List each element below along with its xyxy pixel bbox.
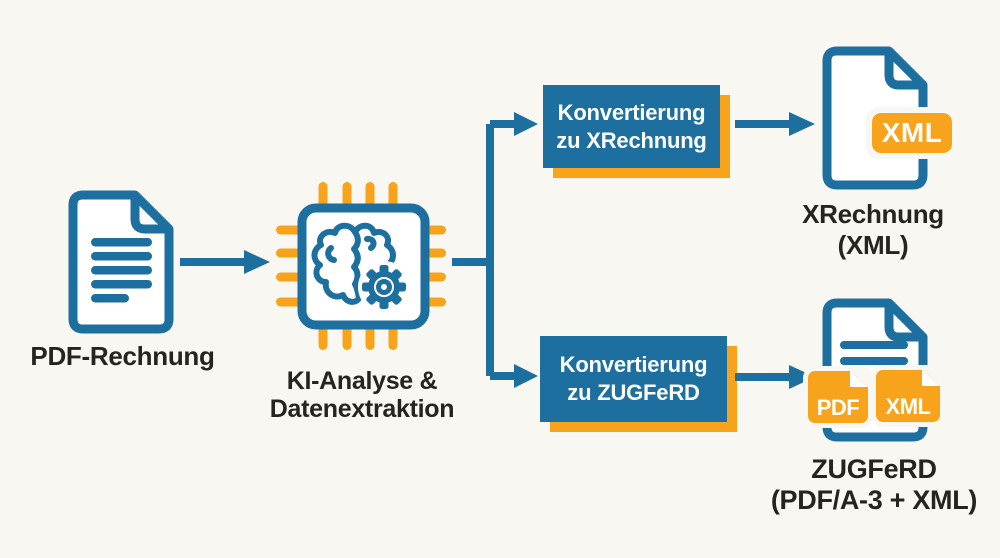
arrow-to-zugferd-output xyxy=(735,365,815,389)
source-label-text: PDF-Rechnung xyxy=(30,341,215,371)
branch-connector-arrows xyxy=(452,112,538,388)
xrechnung-box-line2: zu XRechnung xyxy=(556,127,707,153)
processor-label-line1: KI-Analyse & xyxy=(286,367,438,395)
source-label: PDF-Rechnung xyxy=(30,341,215,371)
xrechnung-output-line1: XRechnung xyxy=(802,199,944,229)
zugferd-box-line2: zu ZUGFeRD xyxy=(567,380,700,405)
brain-icon xyxy=(311,222,396,305)
document-text-lines xyxy=(840,341,908,365)
pdf-document-icon xyxy=(68,190,174,334)
zugferd-conversion-box: Konvertierung zu ZUGFeRD xyxy=(540,336,727,422)
pdf-mini-file-icon: PDF xyxy=(808,371,868,423)
xrechnung-output-line2: (XML) xyxy=(837,230,909,260)
xml-badge: XML xyxy=(872,113,952,153)
pdf-mini-badge-text: PDF xyxy=(816,395,860,420)
arrow-source-to-processor xyxy=(180,250,270,274)
xrechnung-output-label: XRechnung (XML) xyxy=(773,199,973,261)
xml-badge-text: XML xyxy=(881,117,943,148)
arrow-to-xrechnung-output xyxy=(735,112,815,136)
gear-icon xyxy=(358,261,410,313)
zugferd-output-label: ZUGFeRD (PDF/A-3 + XML) xyxy=(748,454,1000,516)
processor-label: KI-Analyse & Datenextraktion xyxy=(246,367,478,423)
zugferd-box-line1: Konvertierung xyxy=(559,352,708,377)
processor-label-line2: Datenextraktion xyxy=(269,395,455,423)
zugferd-output-line1: ZUGFeRD xyxy=(811,454,937,484)
xml-mini-file-icon: XML xyxy=(876,370,940,422)
document-text-lines xyxy=(91,238,152,303)
ai-chip-brain-gear-icon xyxy=(276,182,446,350)
xrechnung-conversion-box: Konvertierung zu XRechnung xyxy=(543,85,720,168)
xrechnung-box-line1: Konvertierung xyxy=(557,99,706,125)
zugferd-output-line2: (PDF/A-3 + XML) xyxy=(770,485,978,515)
xml-mini-badge-text: XML xyxy=(885,394,931,419)
